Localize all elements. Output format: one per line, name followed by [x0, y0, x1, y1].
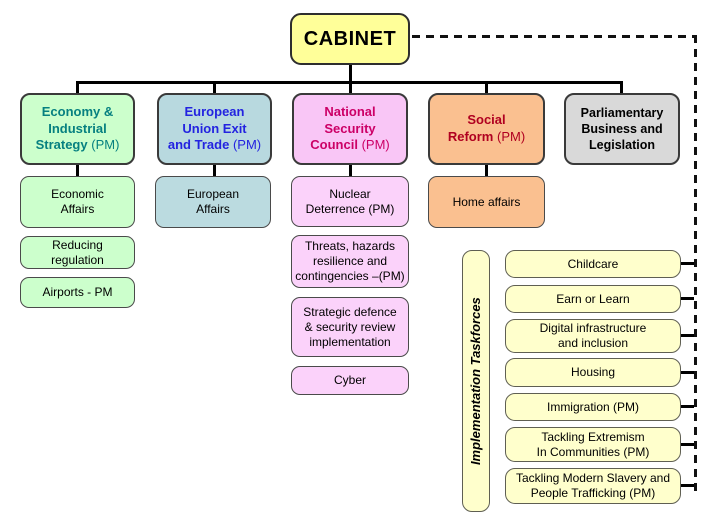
dash-stub-immigration	[681, 405, 694, 408]
dash-stub-slavery	[681, 484, 694, 487]
subcommittee-economic-affairs: Economic Affairs	[20, 176, 135, 228]
subcommittee-reducing-regulation: Reducing regulation	[20, 236, 135, 269]
dashed-connector-right	[694, 35, 697, 491]
taskforce-earn-or-learn: Earn or Learn	[505, 285, 681, 313]
subcommittee-strategic-defence: Strategic defence & security review impl…	[291, 297, 409, 357]
connector-stub-eu	[213, 81, 216, 94]
dashed-connector-top	[412, 35, 697, 38]
taskforce-modern-slavery: Tackling Modern Slavery and People Traff…	[505, 468, 681, 504]
committee-social-reform: Social Reform (PM)	[428, 93, 545, 165]
committee-pm-suffix: (PM)	[496, 129, 526, 144]
subcommittee-airports: Airports - PM	[20, 277, 135, 308]
committee-eu-exit-and-trade: European Union Exit and Trade (PM)	[157, 93, 272, 165]
dash-stub-digital	[681, 334, 694, 337]
connector-stub-nsc	[349, 81, 352, 94]
committee-pm-suffix: (PM)	[232, 137, 262, 153]
connector-drop-eu	[213, 164, 216, 176]
committee-economy-industrial-strategy: Economy & Industrial Strategy (PM)	[20, 93, 135, 165]
taskforce-childcare: Childcare	[505, 250, 681, 278]
cabinet-label: CABINET	[303, 27, 397, 50]
implementation-taskforces-header: Implementation Taskforces	[462, 250, 490, 512]
committee-pm-suffix: (PM)	[91, 137, 120, 153]
subcommittee-european-affairs: European Affairs	[155, 176, 271, 228]
committee-title: Economy & Industrial Strategy	[35, 103, 114, 153]
cabinet-box: CABINET	[290, 13, 410, 65]
connector-drop-economy	[76, 164, 79, 176]
dash-stub-extremism	[681, 443, 694, 446]
connector-stub-social	[485, 81, 488, 94]
subcommittee-nuclear-deterrence: Nuclear Deterrence (PM)	[291, 176, 409, 227]
committee-title: National Security Council	[310, 103, 376, 153]
taskforce-immigration: Immigration (PM)	[505, 393, 681, 421]
taskforce-digital-infrastructure: Digital infrastructure and inclusion	[505, 319, 681, 353]
subcommittee-home-affairs: Home affairs	[428, 176, 545, 228]
committee-title: Parliamentary Business and Legislation	[580, 105, 664, 153]
dash-stub-housing	[681, 371, 694, 374]
taskforce-housing: Housing	[505, 358, 681, 387]
committee-national-security-council: National Security Council (PM)	[292, 93, 408, 165]
connector-drop-social	[485, 164, 488, 176]
committee-title: European Union Exit and Trade	[167, 103, 247, 153]
connector-stub-parliamentary	[620, 81, 623, 94]
subcommittee-cyber: Cyber	[291, 366, 409, 395]
subcommittee-threats-hazards: Threats, hazards resilience and continge…	[291, 235, 409, 288]
committee-parliamentary-business: Parliamentary Business and Legislation	[564, 93, 680, 165]
dash-stub-earn-or-learn	[681, 297, 694, 300]
dash-stub-childcare	[681, 262, 694, 265]
connector-cabinet-stem	[349, 64, 352, 83]
connector-stub-economy	[76, 81, 79, 94]
connector-drop-nsc	[349, 164, 352, 176]
taskforce-tackling-extremism: Tackling Extremism In Communities (PM)	[505, 427, 681, 462]
committee-pm-suffix: (PM)	[361, 137, 390, 153]
committee-title: Social Reform	[447, 112, 506, 144]
